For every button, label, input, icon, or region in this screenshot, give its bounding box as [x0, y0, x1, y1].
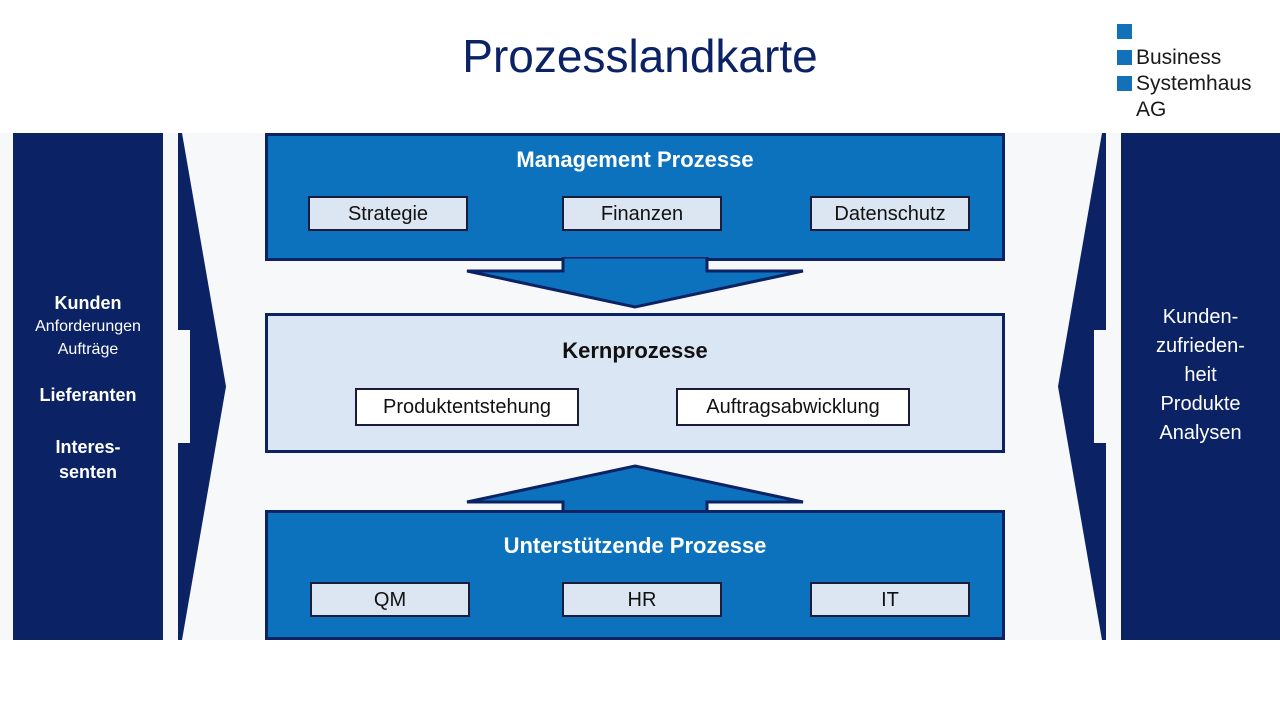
input-label-anforderungen: Anforderungen	[35, 318, 141, 335]
company-logo: Business Systemhaus AG	[1114, 18, 1274, 121]
arrow-up-icon	[459, 458, 811, 518]
output-label-line-3: heit	[1184, 364, 1217, 386]
logo-text-line-1: Business	[1136, 46, 1222, 69]
process-box-it[interactable]: IT	[810, 582, 970, 617]
chevron-right-input-shape	[178, 133, 226, 640]
chevron-right-output-svg	[1058, 133, 1106, 640]
process-box-produktentstehung[interactable]: Produktentstehung	[355, 388, 579, 426]
arrow-down-shape	[466, 255, 804, 309]
chevron-right-icon-output	[1058, 133, 1106, 640]
band-management-processes[interactable]: Management Prozesse Strategie Finanzen D…	[265, 133, 1005, 261]
process-map-diagram: Kunden Anforderungen Aufträge Lieferante…	[0, 133, 1280, 640]
chevron-right-icon-input	[178, 133, 226, 640]
output-label-line-2: zufrieden-	[1156, 335, 1245, 357]
arrow-up-shape	[466, 464, 804, 518]
process-box-auftragsabwicklung[interactable]: Auftragsabwicklung	[676, 388, 910, 426]
process-box-datenschutz[interactable]: Datenschutz	[810, 196, 970, 231]
band-management-title: Management Prozesse	[516, 147, 754, 172]
input-panel: Kunden Anforderungen Aufträge Lieferante…	[13, 133, 163, 640]
chevron-right-input-svg	[178, 133, 226, 640]
input-label-kunden-details: Anforderungen Aufträge	[13, 315, 163, 361]
arrow-down-icon	[459, 255, 811, 317]
output-panel-content: Kunden- zufrieden- heit Produkte Analyse…	[1121, 303, 1280, 448]
input-label-auftraege: Aufträge	[57, 341, 119, 358]
input-label-interessenten-line1: Interes-	[55, 437, 121, 457]
output-label-analysen: Analysen	[1159, 422, 1242, 444]
band-support-processes[interactable]: Unterstützende Prozesse QM HR IT	[265, 510, 1005, 640]
process-box-hr[interactable]: HR	[562, 582, 722, 617]
logo-square-3-icon	[1117, 76, 1132, 91]
band-core-title: Kernprozesse	[562, 338, 708, 363]
process-box-finanzen[interactable]: Finanzen	[562, 196, 722, 231]
logo-text-line-3: AG	[1136, 98, 1167, 121]
process-box-qm[interactable]: QM	[310, 582, 470, 617]
arrow-down-svg	[466, 255, 804, 309]
process-box-strategie[interactable]: Strategie	[308, 196, 468, 231]
input-label-kunden: Kunden	[54, 293, 122, 313]
band-core-processes[interactable]: Kernprozesse Produktentstehung Auftragsa…	[265, 313, 1005, 453]
chevron-right-output-shape	[1058, 133, 1106, 640]
output-panel: Kunden- zufrieden- heit Produkte Analyse…	[1121, 133, 1280, 640]
logo-square-1-icon	[1117, 24, 1132, 39]
arrow-up-svg	[466, 464, 804, 518]
output-label-line-1: Kunden-	[1162, 306, 1239, 328]
output-label-produkte: Produkte	[1160, 393, 1241, 415]
input-label-lieferanten: Lieferanten	[39, 385, 137, 405]
logo-square-2-icon	[1117, 50, 1132, 65]
page-title: Prozesslandkarte	[462, 30, 818, 82]
input-label-interessenten: Interes- senten	[13, 435, 163, 485]
logo-text-line-2: Systemhaus	[1136, 72, 1252, 95]
input-label-interessenten-line2: senten	[58, 462, 118, 482]
band-support-title: Unterstützende Prozesse	[503, 533, 767, 558]
